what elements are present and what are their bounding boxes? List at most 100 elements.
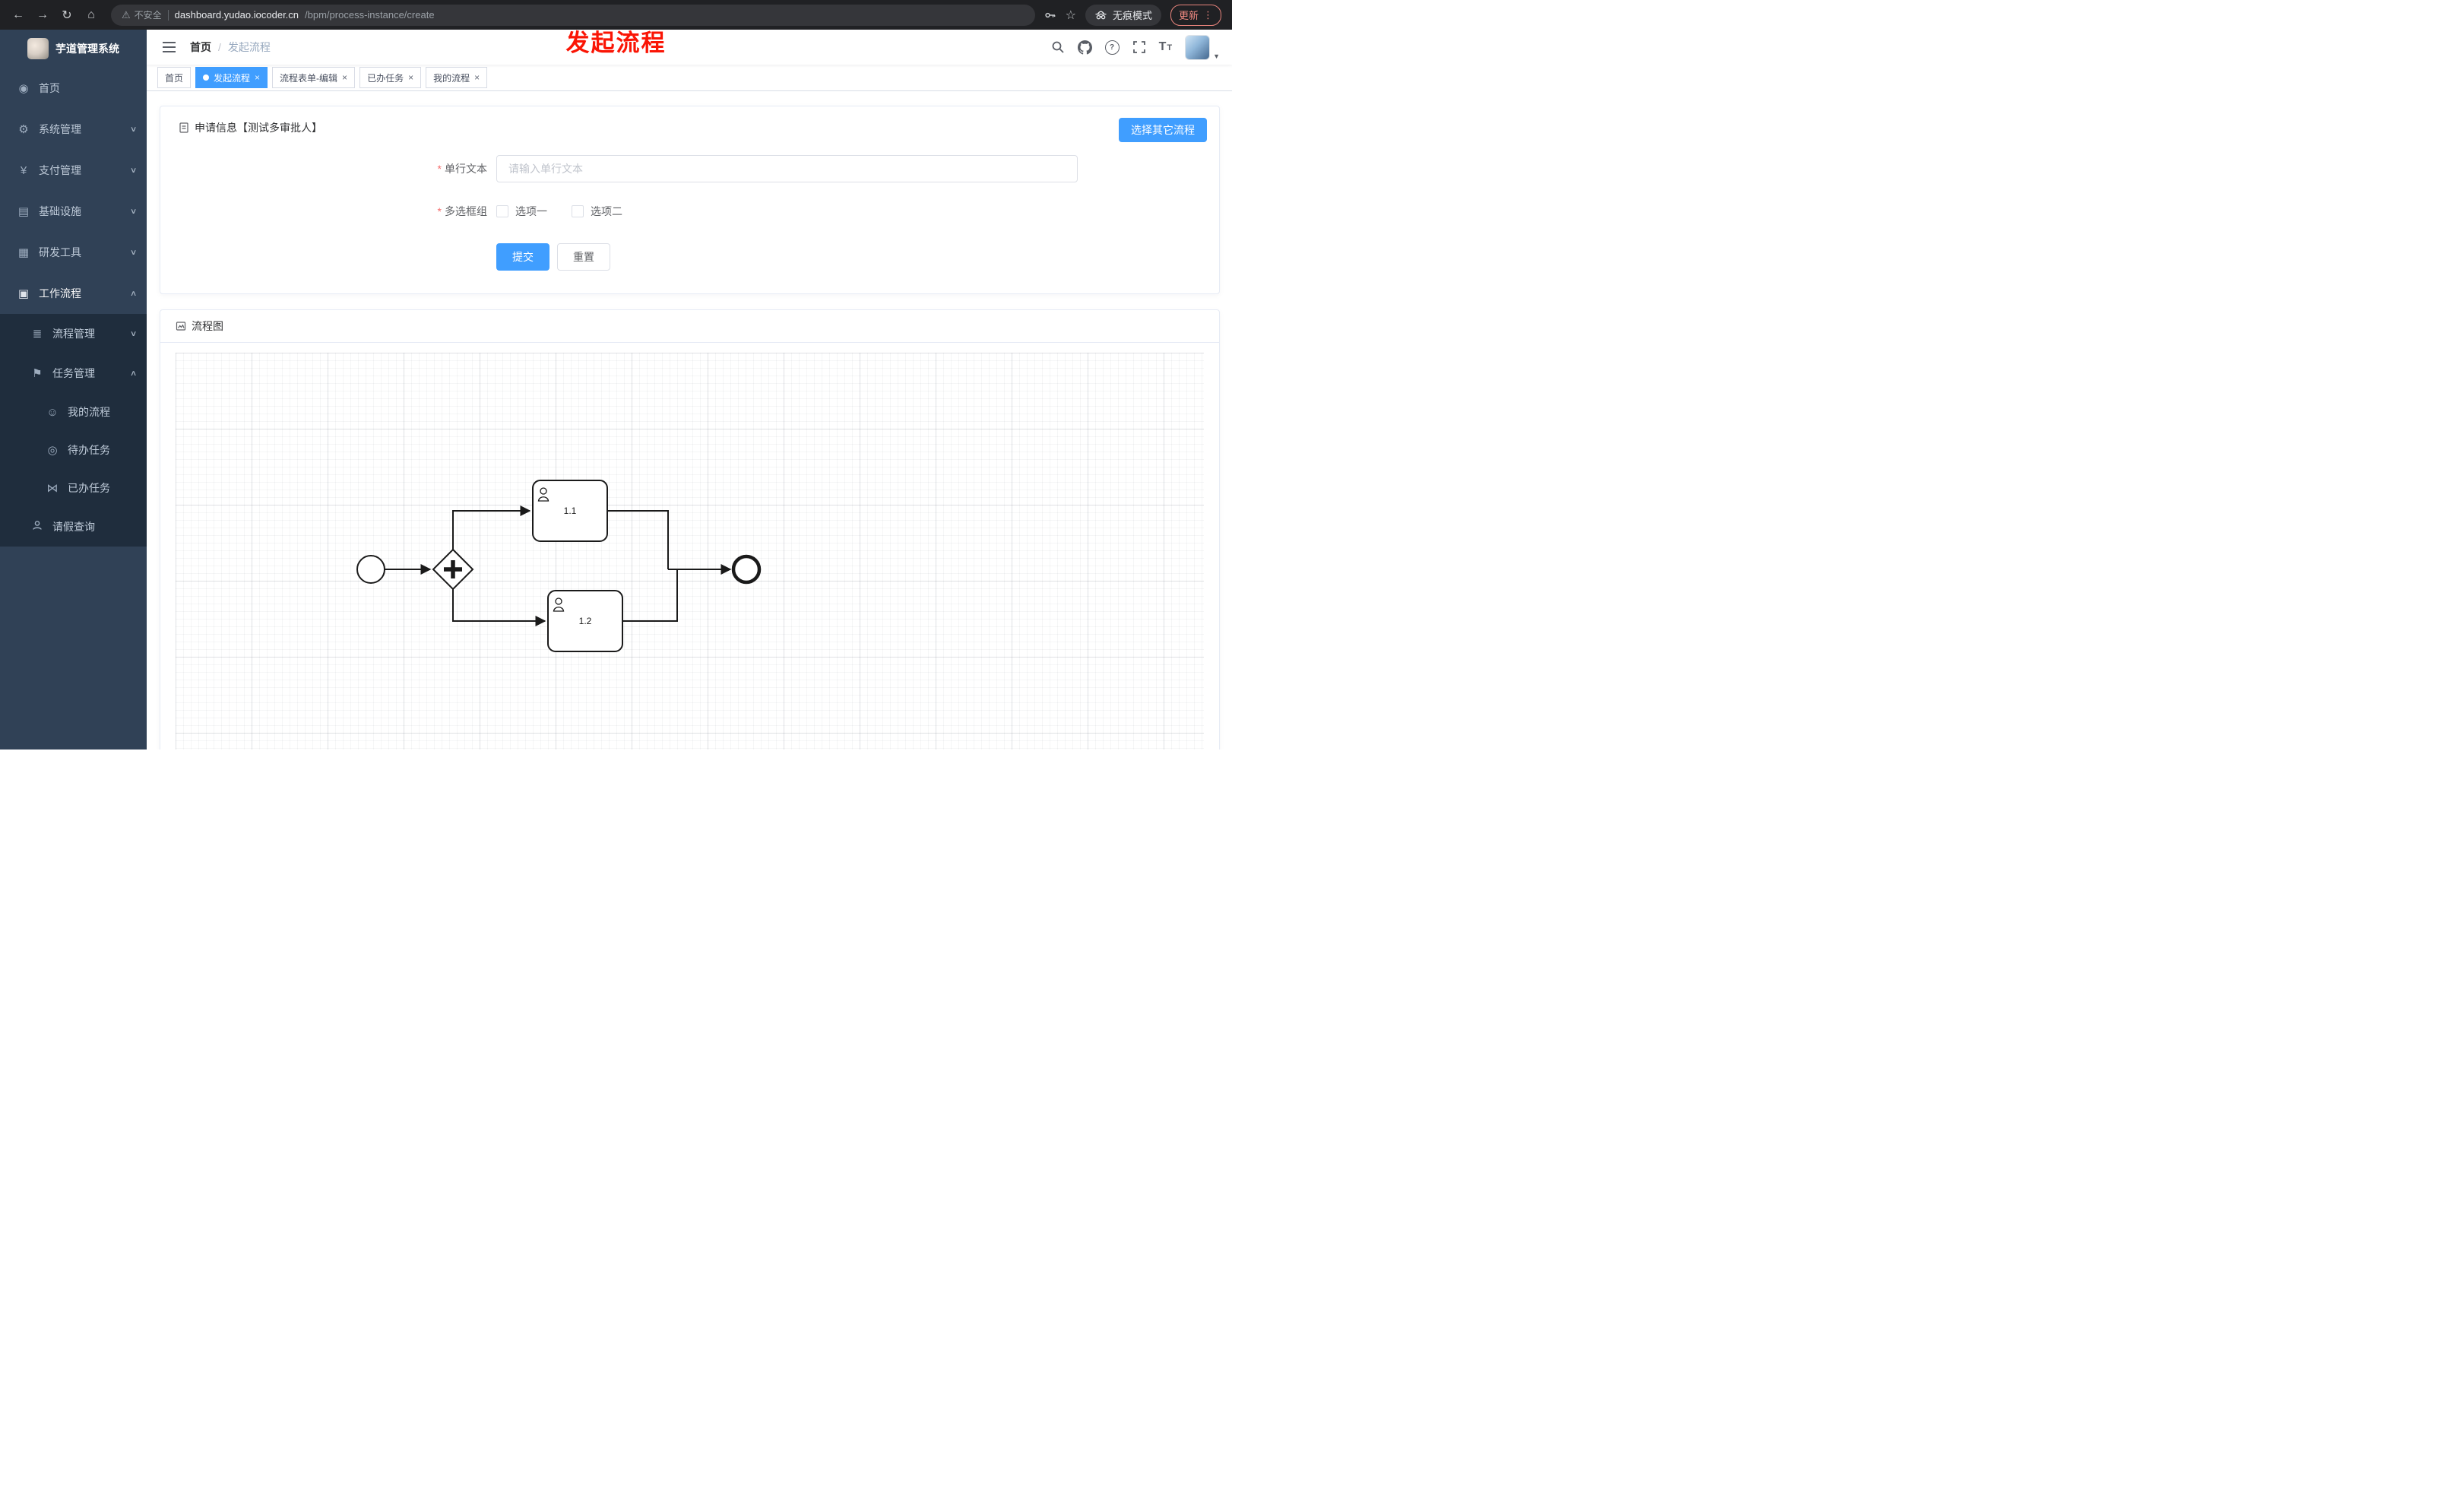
breadcrumb: 首页 / 发起流程 bbox=[190, 40, 271, 55]
incognito-chip[interactable]: 无痕模式 bbox=[1085, 4, 1161, 26]
diagram-card-body: 1.1 1.2 bbox=[160, 343, 1219, 750]
devtools-icon: ▦ bbox=[17, 246, 30, 259]
user-icon bbox=[553, 597, 565, 612]
user-icon bbox=[537, 487, 549, 502]
fullscreen-icon[interactable] bbox=[1132, 40, 1146, 54]
breadcrumb-home[interactable]: 首页 bbox=[190, 41, 211, 53]
url-path: /bpm/process-instance/create bbox=[305, 9, 435, 21]
forward-icon[interactable]: → bbox=[36, 8, 49, 21]
github-icon[interactable] bbox=[1077, 40, 1092, 55]
sidebar-item-leave-query[interactable]: 请假查询 bbox=[0, 507, 147, 547]
sidebar-item-system[interactable]: ⚙ 系统管理 ∨ bbox=[0, 109, 147, 150]
sidebar-item-devtools[interactable]: ▦ 研发工具 ∨ bbox=[0, 232, 147, 273]
sidebar-item-done-tasks[interactable]: ⋈ 已办任务 bbox=[0, 469, 147, 507]
flow-gateway-to-task1[interactable] bbox=[452, 505, 531, 550]
user-task-1-1[interactable]: 1.1 bbox=[532, 480, 608, 542]
warning-icon: ⚠ bbox=[122, 8, 131, 21]
parallel-gateway[interactable] bbox=[432, 548, 474, 591]
end-event[interactable] bbox=[731, 554, 762, 585]
checkbox-label: 选项二 bbox=[591, 205, 622, 217]
checkbox-icon[interactable] bbox=[496, 205, 508, 217]
sidebar-item-workflow[interactable]: ▣ 工作流程 ∧ bbox=[0, 273, 147, 314]
sequence-flows bbox=[385, 505, 732, 626]
browser-chrome: ← → ↻ ⌂ ⚠ 不安全 dashboard.yudao.iocoder.cn… bbox=[0, 0, 1232, 30]
start-event[interactable] bbox=[356, 555, 385, 584]
workflow-submenu: ≣ 流程管理 ∨ ⚑ 任务管理 ∧ ☺ 我的流程 ◎ 待办任务 bbox=[0, 314, 147, 547]
form-card-title: 申请信息【测试多审批人】 bbox=[195, 122, 322, 134]
close-icon[interactable]: × bbox=[342, 72, 348, 83]
close-icon[interactable]: × bbox=[474, 72, 480, 83]
reset-button[interactable]: 重置 bbox=[557, 243, 610, 271]
tab-process-form-edit[interactable]: 流程表单-编辑 × bbox=[272, 67, 356, 88]
diagram-icon bbox=[176, 322, 186, 331]
annotation-title: 发起流程 bbox=[565, 30, 667, 56]
tab-my-process[interactable]: 我的流程 × bbox=[426, 67, 488, 88]
sidebar: 芋道管理系统 ◉ 首页 ⚙ 系统管理 ∨ ¥ 支付管理 ∨ ▤ 基础设施 ∨ bbox=[0, 30, 147, 750]
update-button[interactable]: 更新 ⋮ bbox=[1170, 4, 1221, 26]
star-icon[interactable]: ☆ bbox=[1065, 8, 1076, 22]
close-icon[interactable]: × bbox=[408, 72, 414, 83]
help-icon[interactable]: ? bbox=[1104, 40, 1120, 55]
flow-task1-out[interactable] bbox=[607, 510, 669, 569]
tab-label: 流程表单-编辑 bbox=[280, 72, 338, 84]
bpmn-canvas[interactable]: 1.1 1.2 bbox=[176, 353, 1204, 750]
sidebar-item-todo-tasks[interactable]: ◎ 待办任务 bbox=[0, 431, 147, 469]
user-menu[interactable]: ▼ bbox=[1185, 34, 1220, 60]
checkbox-option-1[interactable]: 选项一 bbox=[496, 204, 547, 219]
tab-label: 首页 bbox=[165, 72, 184, 84]
person-icon bbox=[30, 520, 44, 534]
flow-gateway-to-task2[interactable] bbox=[452, 589, 546, 626]
user-avatar bbox=[1185, 34, 1211, 60]
sidebar-item-label: 已办任务 bbox=[68, 482, 110, 494]
user-task-1-2[interactable]: 1.2 bbox=[547, 590, 623, 652]
infrastructure-icon: ▤ bbox=[17, 205, 30, 218]
back-icon[interactable]: ← bbox=[12, 8, 24, 21]
sidebar-item-my-process[interactable]: ☺ 我的流程 bbox=[0, 393, 147, 431]
sidebar-toggle-icon[interactable] bbox=[159, 39, 179, 55]
breadcrumb-separator: / bbox=[218, 41, 221, 53]
sidebar-item-home[interactable]: ◉ 首页 bbox=[0, 68, 147, 109]
dashboard-icon: ◉ bbox=[18, 82, 29, 95]
sidebar-item-label: 任务管理 bbox=[52, 367, 95, 379]
submit-button[interactable]: 提交 bbox=[496, 243, 549, 271]
tabs-bar: 首页 发起流程 × 流程表单-编辑 × 已办任务 × 我的流程 × bbox=[147, 65, 1232, 91]
workflow-icon: ▣ bbox=[17, 287, 30, 300]
url-domain: dashboard.yudao.iocoder.cn bbox=[174, 9, 299, 21]
refresh-icon[interactable]: ↻ bbox=[62, 8, 72, 22]
sidebar-item-process-management[interactable]: ≣ 流程管理 ∨ bbox=[0, 314, 147, 353]
close-icon[interactable]: × bbox=[255, 72, 261, 83]
eye-icon: ◎ bbox=[47, 444, 58, 457]
key-icon[interactable] bbox=[1044, 9, 1056, 21]
home-icon[interactable]: ⌂ bbox=[87, 8, 95, 21]
tab-initiate-process[interactable]: 发起流程 × bbox=[195, 67, 268, 88]
address-bar[interactable]: ⚠ 不安全 dashboard.yudao.iocoder.cn/bpm/pro… bbox=[111, 4, 1035, 26]
select-other-process-button[interactable]: 选择其它流程 bbox=[1119, 118, 1207, 142]
app-logo[interactable]: 芋道管理系统 bbox=[0, 30, 147, 68]
sidebar-item-label: 请假查询 bbox=[52, 521, 95, 533]
checkbox-icon[interactable] bbox=[572, 205, 584, 217]
checkbox-option-2[interactable]: 选项二 bbox=[572, 204, 622, 219]
browser-menu-icon[interactable]: ⋮ bbox=[1203, 8, 1213, 21]
flow-task2-out[interactable] bbox=[622, 570, 678, 622]
sidebar-item-task-management[interactable]: ⚑ 任务管理 ∧ bbox=[0, 353, 147, 393]
tab-label: 已办任务 bbox=[367, 72, 404, 84]
app-title: 芋道管理系统 bbox=[55, 43, 119, 55]
tab-home[interactable]: 首页 bbox=[157, 67, 192, 88]
single-line-text-input[interactable] bbox=[496, 155, 1078, 182]
done-tasks-icon: ⋈ bbox=[46, 482, 59, 495]
incognito-icon bbox=[1094, 9, 1107, 21]
tab-done-tasks[interactable]: 已办任务 × bbox=[359, 67, 422, 88]
form-row-checkbox-group: *多选框组 选项一 选项二 bbox=[411, 204, 1219, 219]
my-process-icon: ☺ bbox=[46, 405, 59, 419]
sidebar-item-infrastructure[interactable]: ▤ 基础设施 ∨ bbox=[0, 191, 147, 232]
security-warning[interactable]: ⚠ 不安全 bbox=[122, 8, 162, 21]
sidebar-item-label: 基础设施 bbox=[39, 205, 81, 217]
search-icon[interactable] bbox=[1051, 40, 1065, 54]
bpmn-diagram: 1.1 1.2 bbox=[356, 480, 762, 652]
sidebar-item-label: 待办任务 bbox=[68, 444, 110, 456]
sidebar-item-payment[interactable]: ¥ 支付管理 ∨ bbox=[0, 150, 147, 191]
sidebar-item-label: 系统管理 bbox=[39, 123, 81, 135]
chevron-down-icon: ∨ bbox=[129, 207, 138, 216]
